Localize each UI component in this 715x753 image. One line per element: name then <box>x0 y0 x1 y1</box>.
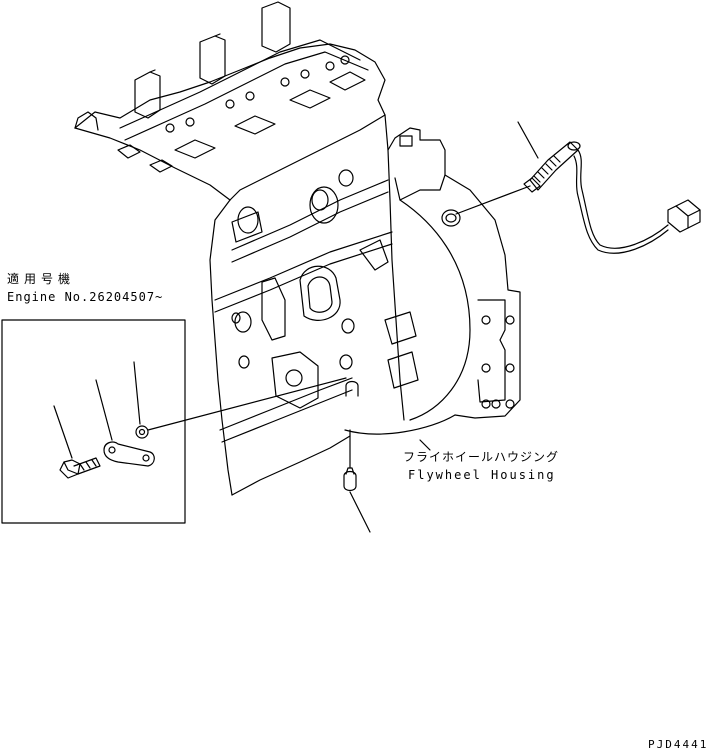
applicable-serial-label-jp: 適用号機 <box>7 272 76 286</box>
engine-block <box>75 2 520 495</box>
plug-part <box>344 382 370 533</box>
flywheel-housing-label-jp: フライホイールハウジング <box>403 450 560 464</box>
flywheel-housing-leader <box>420 440 430 450</box>
speed-sensor <box>456 122 700 253</box>
applicable-serial-label-en: Engine No.26204507~ <box>7 290 164 304</box>
inset-box <box>2 320 346 523</box>
flywheel-housing-label-en: Flywheel Housing <box>408 468 556 482</box>
drawing-code: PJD4441 <box>648 738 709 751</box>
